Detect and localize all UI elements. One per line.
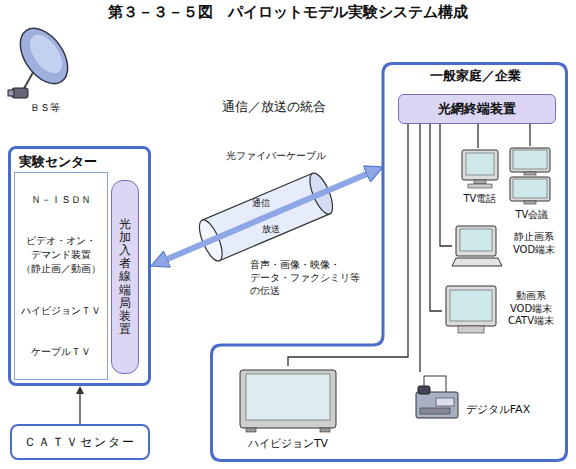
channel-label-holder: 通信 bbox=[252, 199, 270, 208]
channel-label: 通信 bbox=[252, 199, 270, 208]
title-holder: 第３－３－５図 パイロットモデル実験システム構成 bbox=[0, 3, 576, 22]
connector-line bbox=[419, 124, 420, 372]
video-vod-terminal-icon bbox=[446, 286, 496, 326]
tv-phone-terminal-text: TV電話 bbox=[455, 192, 505, 206]
fiber-cable-label: 光ファイバーケーブル bbox=[226, 151, 326, 161]
satellite-dish bbox=[24, 29, 69, 79]
fax-icon bbox=[436, 398, 454, 406]
hdtv-terminal-text: ハイビジョンTV bbox=[232, 436, 344, 451]
region-outline bbox=[212, 64, 567, 461]
video-vod-terminal-icon bbox=[446, 286, 496, 333]
still-image-vod-terminal-icon bbox=[452, 226, 502, 266]
tv-conference-icon bbox=[513, 179, 547, 198]
fax-icon bbox=[416, 376, 458, 418]
connector-line bbox=[477, 124, 478, 148]
catv-center-box: ＣＡＴＶセンター bbox=[10, 424, 150, 460]
still-image-vod-terminal-icon bbox=[452, 258, 502, 266]
tv-conference-icon bbox=[524, 201, 536, 204]
hdtv-icon bbox=[320, 428, 330, 432]
hdtv-icon bbox=[246, 374, 330, 420]
fax-icon bbox=[420, 408, 450, 414]
digital-fax-terminal: デジタルFAX bbox=[413, 372, 535, 424]
hdtv-icon bbox=[246, 428, 256, 432]
connector-line bbox=[430, 124, 442, 311]
satellite-dish bbox=[8, 20, 77, 98]
still-vod-terminal-text: 静止画系 VOD端末 bbox=[504, 230, 564, 256]
tv-conference-icon bbox=[510, 177, 550, 201]
hdtv-terminal: ハイビジョンTV bbox=[232, 366, 344, 452]
video-vod-terminal-icon bbox=[458, 326, 484, 333]
channel-label-holder: 放送 bbox=[262, 225, 280, 234]
tv-conference-icon bbox=[524, 172, 536, 175]
onu-device-box: 光網終端装置 bbox=[398, 94, 556, 124]
satellite-dish bbox=[8, 90, 14, 96]
experiment-center-panel-text: 実験センター bbox=[19, 153, 140, 171]
integration-caption: 通信／放送の統合 bbox=[222, 100, 326, 113]
household-enterprise-region-text: 一般家庭／企業 bbox=[383, 67, 568, 85]
service-list-box-text: Ｎ－ＩＳＤＮ bbox=[18, 193, 104, 207]
olt-device-box: 光加入者線端局装置 bbox=[111, 180, 139, 374]
video-vod-terminal-text: 動画系 VOD端末 CATV端末 bbox=[500, 290, 562, 328]
tv-conference-icon bbox=[510, 148, 550, 172]
tv-phone-icon bbox=[462, 150, 498, 188]
still-image-vod-terminal-icon bbox=[460, 229, 492, 251]
figure-title: 第３－３－５図 パイロットモデル実験システム構成 bbox=[0, 3, 576, 22]
tv-phone-terminal: TV電話 bbox=[455, 148, 505, 206]
tv-phone-icon bbox=[462, 150, 498, 180]
fiber-cable-label-holder: 光ファイバーケーブル bbox=[226, 151, 326, 161]
experiment-center-panel: 実験センター Ｎ－ＩＳＤＮ ビデオ・オン・ デマンド装置 （静止画／動画） ハイビジョ… bbox=[8, 146, 151, 386]
tv-conference-icon bbox=[510, 148, 550, 204]
connector-line bbox=[529, 124, 530, 146]
tv-conference-terminal: TV会議 bbox=[503, 146, 561, 222]
digital-fax-terminal-text: デジタルFAX bbox=[461, 402, 535, 417]
service-list-box-text: ケーブルＴＶ bbox=[18, 345, 104, 359]
channel-label: 放送 bbox=[262, 225, 280, 234]
video-vod-terminal-icon bbox=[450, 290, 492, 321]
service-list-box: Ｎ－ＩＳＤＮ ビデオ・オン・ デマンド装置 （静止画／動画） ハイビジョンＴＶ ケーブ… bbox=[14, 172, 108, 380]
tv-phone-icon bbox=[468, 184, 492, 188]
fiber-link-arrow bbox=[164, 173, 370, 261]
tv-conference-icon bbox=[513, 150, 547, 169]
onu-device-box-text: 光網終端装置 bbox=[438, 100, 516, 118]
fax-icon bbox=[416, 392, 458, 418]
connector-line bbox=[440, 124, 452, 246]
satellite-dish bbox=[11, 20, 78, 93]
video-vod-terminal: 動画系 VOD端末 CATV端末 bbox=[442, 284, 562, 338]
hdtv-icon bbox=[240, 370, 336, 432]
still-image-vod-terminal-icon bbox=[456, 226, 496, 256]
tv-conference-terminal-text: TV会議 bbox=[503, 208, 561, 222]
transmission-note: 音声・画像・映像・ データ・ファクシミリ等 の伝送 bbox=[250, 258, 368, 297]
tv-phone-icon bbox=[466, 153, 494, 175]
connector-line bbox=[79, 392, 80, 424]
integration-caption-holder: 通信／放送の統合 bbox=[222, 100, 326, 113]
transmission-note-holder: 音声・画像・映像・ データ・ファクシミリ等 の伝送 bbox=[250, 258, 368, 297]
still-vod-terminal: 静止画系 VOD端末 bbox=[452, 224, 564, 268]
catv-center-box-text: ＣＡＴＶセンター bbox=[24, 434, 136, 451]
service-list-box-text: ビデオ・オン・ デマンド装置 （静止画／動画） bbox=[18, 234, 104, 276]
olt-device-box-text: 光加入者線端局装置 bbox=[119, 218, 131, 337]
tv-phone-icon bbox=[474, 180, 486, 184]
satellite-label: ＢＳ等 bbox=[30, 103, 60, 113]
hdtv-icon bbox=[240, 370, 336, 428]
satellite-label-holder: ＢＳ等 bbox=[30, 103, 60, 113]
fax-icon bbox=[418, 386, 430, 394]
service-list-box-text: ハイビジョンＴＶ bbox=[18, 304, 104, 318]
